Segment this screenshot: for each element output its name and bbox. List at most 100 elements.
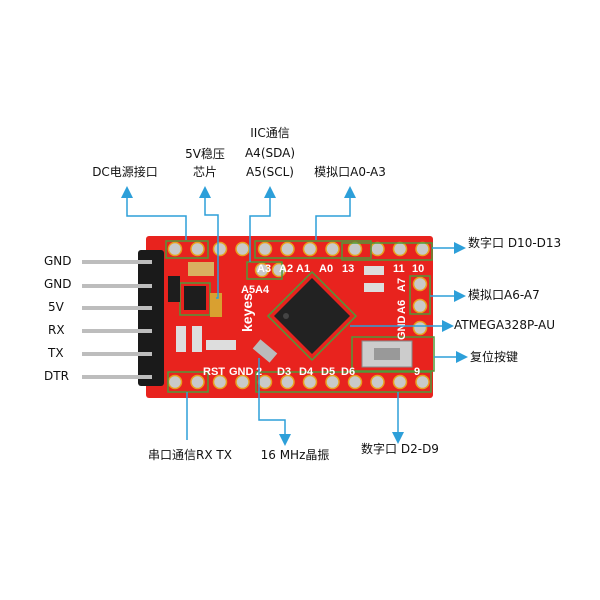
silk-a5: A5 bbox=[241, 284, 255, 296]
label-analog-a6-a7: 模拟口A6-A7 bbox=[468, 288, 540, 302]
dc-outline bbox=[165, 240, 209, 259]
pin-label-gnd-1: GND bbox=[44, 254, 72, 268]
pin-pad bbox=[412, 276, 428, 292]
silk-a6: A6 bbox=[396, 300, 408, 314]
left-header-pins bbox=[82, 260, 152, 379]
a6-a7-outline bbox=[409, 275, 431, 315]
pin-header-housing bbox=[138, 250, 164, 386]
header-pin bbox=[82, 306, 152, 310]
silk-gnd-right: GND bbox=[396, 316, 408, 341]
pin-label-rx: RX bbox=[48, 323, 65, 337]
silk-13: 13 bbox=[342, 263, 354, 275]
label-iic-2: A4(SDA) bbox=[244, 146, 296, 160]
label-digital-d2-d9: 数字口 D2-D9 bbox=[361, 442, 439, 456]
silk-11: 11 bbox=[393, 263, 405, 275]
label-dc-power: DC电源接口 bbox=[92, 165, 158, 179]
pin-label-tx: TX bbox=[48, 346, 64, 360]
pin-pad bbox=[415, 241, 430, 257]
silk-rst: RST bbox=[203, 366, 225, 378]
pin-pad bbox=[257, 241, 273, 257]
pin-label-5v: 5V bbox=[48, 300, 64, 314]
header-pin bbox=[82, 284, 152, 288]
pin-pad bbox=[212, 374, 228, 390]
dc-jack bbox=[168, 276, 180, 302]
header-pin bbox=[82, 352, 152, 356]
d2-d9-outline bbox=[255, 371, 432, 393]
label-regulator-1: 5V稳压 bbox=[185, 147, 225, 161]
bottom-pin-row bbox=[167, 374, 430, 390]
regulator-chip bbox=[184, 286, 206, 310]
callout-iic bbox=[249, 186, 276, 262]
silk-a4: A4 bbox=[255, 284, 270, 296]
label-crystal: 16 MHz晶振 bbox=[260, 448, 330, 462]
pin-label-gnd-2: GND bbox=[44, 277, 72, 291]
silk-d4: D4 bbox=[299, 366, 314, 378]
pin-pad bbox=[370, 374, 385, 390]
pin-pad bbox=[347, 374, 363, 390]
silk-a0: A0 bbox=[319, 263, 333, 275]
pin-pad bbox=[347, 241, 363, 257]
mcu-chip bbox=[274, 278, 350, 354]
label-regulator-2: 芯片 bbox=[192, 165, 218, 179]
header-pin bbox=[82, 375, 152, 379]
pin-pad bbox=[392, 241, 408, 257]
pin-pad bbox=[280, 374, 295, 390]
silk-a3: A3 bbox=[257, 263, 271, 275]
header-pin bbox=[82, 260, 152, 264]
a0-a3-outline bbox=[254, 240, 372, 259]
label-serial: 串口通信RX TX bbox=[148, 448, 232, 462]
silk-9: 9 bbox=[414, 366, 420, 378]
reset-outline bbox=[351, 336, 435, 372]
label-reset: 复位按键 bbox=[470, 350, 519, 364]
callout-crystal bbox=[258, 358, 291, 446]
d10-d13-outline bbox=[341, 242, 433, 261]
pin-pad bbox=[212, 241, 228, 257]
pin-pad bbox=[302, 374, 318, 390]
pin-pad bbox=[280, 241, 295, 257]
pin-pad bbox=[370, 241, 385, 257]
pin-pad bbox=[235, 374, 250, 390]
serial-outline bbox=[167, 371, 209, 393]
pin-pad bbox=[325, 241, 340, 257]
pin-pad bbox=[302, 241, 318, 257]
pin-pad bbox=[412, 320, 428, 336]
pin-pad bbox=[415, 374, 430, 390]
callout-regulator bbox=[199, 186, 219, 299]
capacitor bbox=[210, 293, 222, 317]
resistor bbox=[206, 340, 236, 350]
pin-pad bbox=[190, 374, 205, 390]
label-mcu: ATMEGA328P-AU bbox=[454, 318, 555, 332]
silk-a7: A7 bbox=[396, 278, 408, 292]
label-iic-3: A5(SCL) bbox=[246, 165, 294, 179]
callout-dc bbox=[121, 186, 187, 240]
pin-pad bbox=[190, 241, 205, 257]
pin-pad bbox=[392, 374, 408, 390]
pin-pad bbox=[254, 262, 270, 278]
brand-keyes: keyes bbox=[239, 293, 255, 332]
silk-d5: D5 bbox=[321, 366, 335, 378]
silk-d3: D3 bbox=[277, 366, 291, 378]
resistor bbox=[364, 283, 384, 292]
silk-a2: A2 bbox=[279, 263, 293, 275]
callout-a0-a3 bbox=[315, 186, 356, 240]
label-digital-d10-d13: 数字口 D10-D13 bbox=[468, 236, 562, 250]
header-pin bbox=[82, 329, 152, 333]
label-analog-a0-a3: 模拟口A0-A3 bbox=[314, 165, 386, 179]
silk-d6: D6 bbox=[341, 366, 355, 378]
silk-10: 10 bbox=[412, 263, 424, 275]
pin-pad bbox=[167, 374, 183, 390]
pin-pad bbox=[167, 241, 183, 257]
silk-gnd: GND bbox=[229, 366, 254, 378]
iic-outline bbox=[246, 261, 283, 280]
pin-pad bbox=[325, 374, 340, 390]
crystal bbox=[252, 339, 278, 363]
pin-pad bbox=[412, 298, 428, 314]
mcu-outline bbox=[266, 270, 358, 362]
pin-label-dtr: DTR bbox=[44, 369, 69, 383]
resistor bbox=[364, 266, 384, 275]
silk-a1: A1 bbox=[296, 263, 310, 275]
resistor bbox=[192, 326, 202, 352]
resistor bbox=[176, 326, 186, 352]
